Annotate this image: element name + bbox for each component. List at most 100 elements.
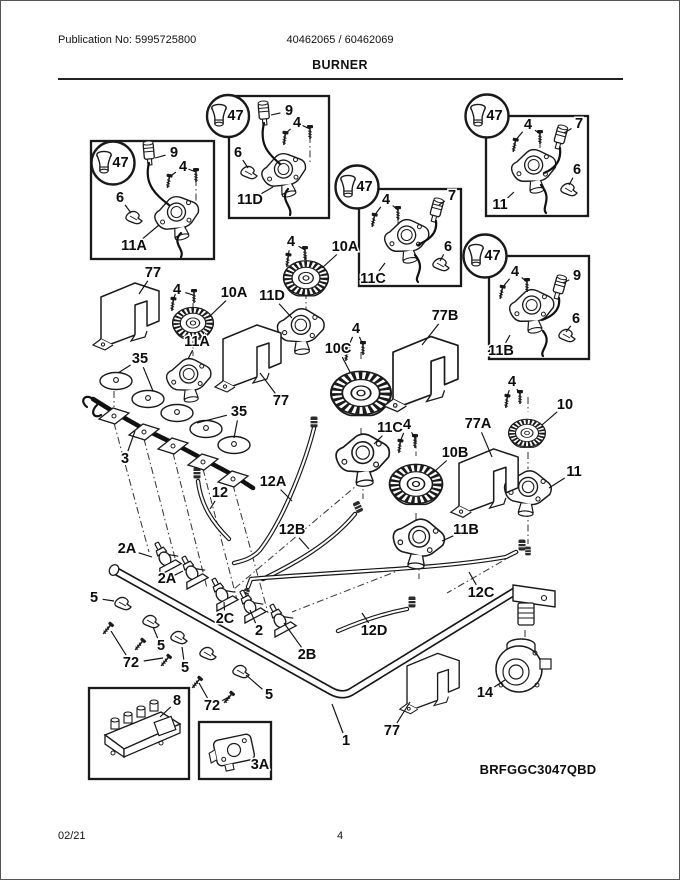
burner-base-11a bbox=[163, 355, 216, 406]
callout-6: 6 bbox=[116, 190, 124, 206]
leader-line bbox=[341, 356, 351, 373]
callout-11: 11 bbox=[566, 464, 581, 480]
leader-line bbox=[110, 630, 127, 656]
leader-line bbox=[154, 154, 166, 159]
callout-12a: 12A bbox=[260, 474, 287, 490]
leader-line bbox=[298, 537, 310, 550]
leader-line bbox=[223, 601, 226, 611]
callout-8: 8 bbox=[173, 693, 181, 709]
leader-line bbox=[373, 206, 382, 217]
leader-line bbox=[411, 431, 416, 439]
callout-4: 4 bbox=[524, 117, 532, 133]
main-manifold-pipe bbox=[108, 564, 556, 699]
callout-12d: 12D bbox=[361, 623, 388, 639]
leader-line bbox=[514, 131, 524, 142]
callout-72: 72 bbox=[123, 655, 139, 671]
callout-12b: 12B bbox=[279, 522, 306, 538]
leader-line bbox=[331, 703, 344, 734]
leader-line bbox=[563, 128, 572, 134]
leader-line bbox=[280, 489, 293, 502]
leader-line bbox=[187, 168, 197, 173]
callout-35: 35 bbox=[231, 404, 247, 420]
leader-line bbox=[506, 389, 510, 398]
leader-line bbox=[127, 430, 136, 452]
callout-47: 47 bbox=[356, 179, 372, 195]
callout-11b: 11B bbox=[453, 522, 479, 538]
leader-line bbox=[548, 477, 566, 489]
callout-11a: 11A bbox=[121, 238, 147, 254]
circled-callout-47 bbox=[464, 93, 510, 139]
leader-line bbox=[152, 626, 159, 639]
callout-5: 5 bbox=[181, 660, 189, 676]
leader-line bbox=[301, 124, 311, 130]
callout-3a: 3A bbox=[251, 757, 270, 773]
callout-2a: 2A bbox=[118, 541, 137, 557]
leader-line bbox=[439, 254, 445, 262]
callout-7: 7 bbox=[575, 116, 583, 132]
bracket-77b bbox=[383, 335, 459, 413]
callout-4: 4 bbox=[508, 374, 516, 390]
callout-47: 47 bbox=[112, 155, 128, 171]
leader-line bbox=[168, 171, 177, 178]
bracket-77-left bbox=[92, 282, 160, 351]
callout-9: 9 bbox=[573, 268, 581, 284]
burner-head-10a-center bbox=[284, 261, 329, 296]
leader-line bbox=[138, 280, 149, 295]
leader-line bbox=[124, 204, 132, 214]
leader-line bbox=[505, 334, 511, 344]
leader-line bbox=[565, 325, 572, 333]
leader-line bbox=[378, 262, 386, 272]
leader-line bbox=[283, 622, 302, 648]
page-title: BURNER bbox=[312, 58, 368, 72]
box-11-contents bbox=[508, 123, 578, 215]
burner-head-10c bbox=[331, 371, 391, 415]
valve-2a-1 bbox=[145, 536, 183, 576]
igniter-callout-circles bbox=[90, 93, 510, 279]
leader-line bbox=[468, 571, 477, 586]
publication-number: Publication No: 5995725800 bbox=[58, 34, 197, 46]
callout-6: 6 bbox=[572, 311, 580, 327]
leader-line bbox=[358, 336, 364, 346]
leader-line bbox=[143, 657, 164, 662]
callout-4: 4 bbox=[352, 321, 360, 337]
callout-11b: 11B bbox=[488, 343, 514, 359]
simmer-disc bbox=[99, 371, 133, 391]
callout-10a: 10A bbox=[332, 239, 359, 255]
leader-line bbox=[534, 129, 541, 135]
leader-line bbox=[196, 414, 228, 424]
leader-line bbox=[181, 646, 185, 660]
burner-head-10 bbox=[509, 419, 546, 447]
clip-5 bbox=[114, 596, 132, 611]
leader-line bbox=[159, 706, 172, 718]
callout-2c: 2C bbox=[216, 611, 235, 627]
leader-line bbox=[568, 177, 574, 186]
callout-14: 14 bbox=[477, 685, 493, 701]
pressure-regulator bbox=[495, 638, 552, 693]
callout-5: 5 bbox=[90, 590, 98, 606]
callout-3: 3 bbox=[121, 451, 129, 467]
leader-line bbox=[221, 696, 230, 702]
leader-line bbox=[259, 372, 276, 394]
callout-12: 12 bbox=[212, 485, 228, 501]
leader-line bbox=[346, 336, 354, 351]
burner-base-11d bbox=[275, 306, 328, 357]
leader-line bbox=[298, 245, 306, 251]
box-11d-contents bbox=[240, 99, 314, 217]
callout-10: 10 bbox=[557, 397, 573, 413]
circled-callout-47 bbox=[462, 233, 508, 279]
callout-2b: 2B bbox=[298, 647, 317, 663]
leader-line bbox=[521, 277, 528, 283]
leader-line bbox=[142, 366, 154, 392]
valve-2a-2 bbox=[172, 550, 210, 590]
leader-line bbox=[516, 388, 521, 395]
leader-line bbox=[117, 364, 131, 374]
callout-6: 6 bbox=[444, 239, 452, 255]
orifice-holder-box bbox=[197, 720, 273, 781]
callout-77: 77 bbox=[145, 265, 161, 281]
subassembly-boxes bbox=[89, 93, 591, 361]
box-11 bbox=[484, 114, 590, 218]
leader-line bbox=[242, 159, 249, 169]
manifold-rail-assembly bbox=[82, 371, 256, 491]
header-rule bbox=[58, 78, 623, 80]
burner-base-11c bbox=[333, 430, 394, 490]
